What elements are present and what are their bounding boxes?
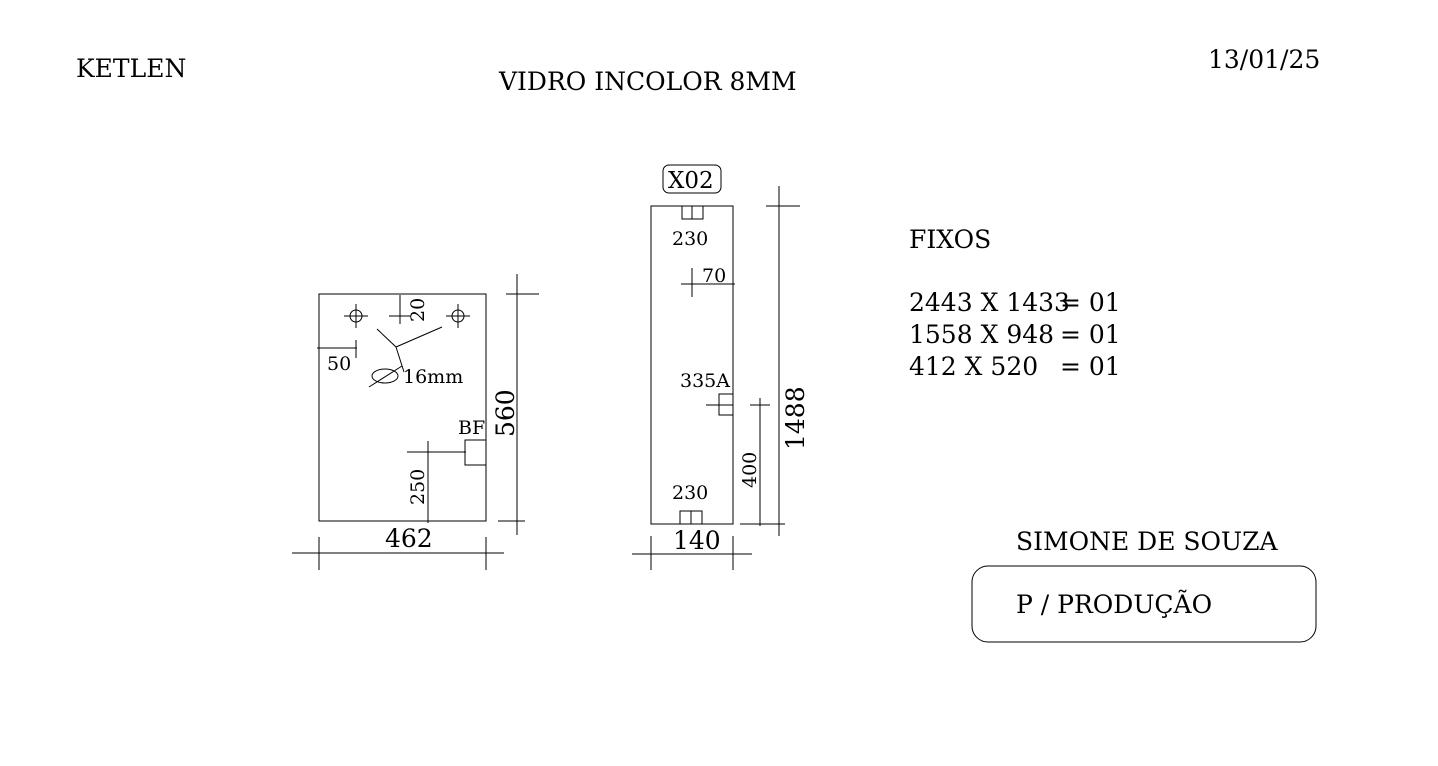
piece-a-outline: [318, 293, 487, 522]
bottom-fitting-label: 230: [672, 482, 708, 504]
dim-hole-offset-top: 20: [407, 298, 429, 322]
piece-a-height: 560: [491, 389, 520, 437]
fixos-item-qty: = 01: [1060, 352, 1121, 381]
bf-hardware-box: [464, 439, 487, 466]
dim-hardware-offset: 250: [407, 469, 429, 505]
production-stamp-box: [971, 565, 1317, 643]
fixos-list: FIXOS 2443 X 1433 = 01 1558 X 948 = 01 4…: [909, 225, 1121, 381]
hole-right-icon: [446, 304, 470, 328]
side-offset-label: 400: [739, 452, 761, 488]
piece-tag-box: [662, 164, 722, 194]
diameter-icon: [368, 365, 403, 388]
fixos-item-qty: = 01: [1060, 288, 1121, 317]
leader-stem: [395, 346, 405, 373]
side-fitting-label: 335A: [680, 370, 730, 392]
piece-a-width: 462: [385, 524, 433, 553]
top-fitting-label: 230: [672, 228, 708, 250]
page-title: VIDRO INCOLOR 8MM: [498, 67, 797, 96]
piece-a-drawing: 20 50 16mm BF 250 560 462: [292, 274, 539, 570]
top-offset-label: 70: [702, 265, 726, 287]
fixos-item-size: 2443 X 1433: [909, 288, 1070, 317]
production-note: P / PRODUÇÃO: [1016, 590, 1212, 619]
leader-right: [395, 326, 443, 348]
fixos-heading: FIXOS: [909, 225, 991, 254]
hardware-label: BF: [458, 417, 485, 439]
piece-b-height: 1488: [781, 386, 810, 450]
hole-diameter-label: 16mm: [403, 366, 463, 388]
dim-hole-offset-side: 50: [327, 353, 351, 375]
piece-tag: X02: [668, 168, 714, 194]
client-name: KETLEN: [76, 54, 186, 83]
drawing-date: 13/01/25: [1208, 45, 1320, 74]
fixos-item-qty: = 01: [1060, 320, 1121, 349]
signature-block: SIMONE DE SOUZA P / PRODUÇÃO: [971, 527, 1317, 643]
leader-left: [376, 328, 397, 348]
signature-name: SIMONE DE SOUZA: [1016, 527, 1278, 556]
piece-b-outline: [650, 205, 734, 525]
hole-left-icon: [344, 304, 368, 328]
fixos-item-size: 1558 X 948: [909, 320, 1054, 349]
piece-b-drawing: X02 230 70 335A 400 230 1488 140: [632, 164, 810, 570]
fixos-item-size: 412 X 520: [909, 352, 1038, 381]
piece-b-width: 140: [673, 526, 721, 555]
